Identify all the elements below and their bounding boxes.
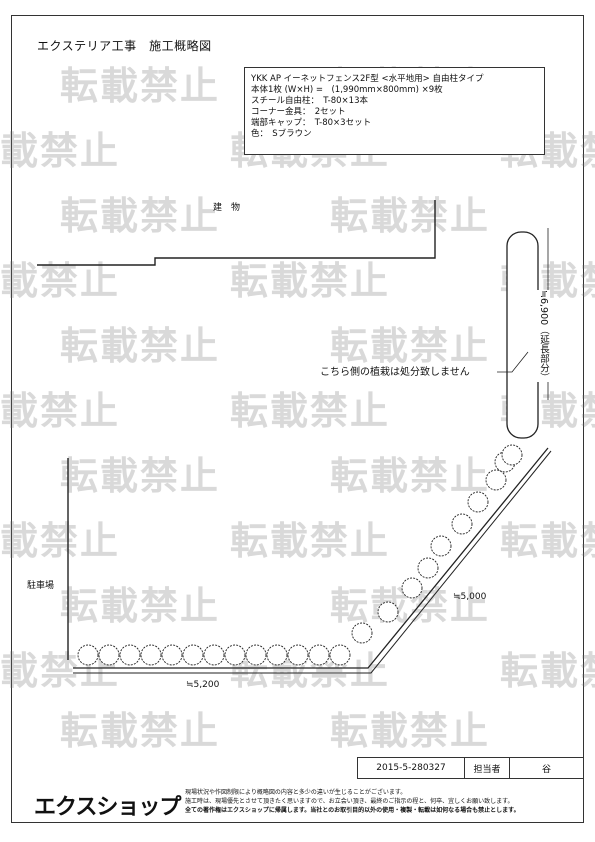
dimension-vertical: ≒6,900（延長部分） bbox=[536, 290, 550, 383]
person-name: 谷 bbox=[541, 764, 551, 775]
fence-line-outer bbox=[73, 447, 549, 669]
dimension-bottom: ≒5,200 bbox=[186, 680, 220, 690]
shrub bbox=[401, 577, 423, 599]
shrub bbox=[77, 644, 99, 666]
spec-line: 色： Sブラウン bbox=[251, 129, 312, 139]
spec-line: 端部キャップ： T-80×3セット bbox=[251, 118, 372, 128]
shrub bbox=[485, 469, 507, 491]
shrub bbox=[161, 644, 183, 666]
footer-line: 全ての著作権はエクスショップに帰属します。当社とのお取引目的以外の使用・複製・転… bbox=[185, 807, 520, 814]
shrub-group bbox=[77, 444, 523, 666]
footer-line: 施工時は、現場優先とさせて頂きたく思いますので、お立会い頂き、最終のご指示の程と… bbox=[185, 798, 514, 805]
fence-line-inner bbox=[73, 450, 552, 674]
company-logo: エクスショップ bbox=[34, 795, 181, 820]
shrub bbox=[329, 644, 351, 666]
dimension-diagonal: ≒5,000 bbox=[453, 592, 487, 602]
shrub bbox=[467, 491, 489, 513]
drawing-frame bbox=[11, 15, 584, 823]
note-leader-line bbox=[497, 351, 529, 373]
shrub bbox=[182, 644, 204, 666]
spec-line: スチール自由柱： T-80×13本 bbox=[251, 96, 368, 106]
shrub bbox=[351, 622, 373, 644]
spec-line: コーナー金具： 2セット bbox=[251, 107, 346, 117]
shrub bbox=[224, 644, 246, 666]
shrub bbox=[308, 644, 330, 666]
planting-note: こちら側の植栽は処分致しません bbox=[318, 363, 472, 378]
shrub bbox=[203, 644, 225, 666]
shrub bbox=[377, 601, 399, 623]
spec-box: YKK AP イーネットフェンス2F型 <水平地用> 自由柱タイプ 本体1枚 (… bbox=[244, 67, 545, 155]
building-outline bbox=[37, 200, 436, 266]
extension-fence bbox=[506, 231, 539, 439]
shrub bbox=[119, 644, 141, 666]
drawing-date: 2015-5-280327 bbox=[358, 758, 465, 778]
shrub bbox=[140, 644, 162, 666]
shrub bbox=[417, 557, 439, 579]
shrub bbox=[287, 644, 309, 666]
shrub bbox=[266, 644, 288, 666]
page-title: エクステリア工事 施工概略図 bbox=[37, 39, 212, 53]
shrub bbox=[451, 513, 473, 535]
shrub bbox=[430, 535, 452, 557]
footer-notes: 現場状況や作図制限により概略図の内容と多少の違いが生じることがございます。 施工… bbox=[185, 788, 520, 815]
shrub bbox=[98, 644, 120, 666]
person-label: 担当者 bbox=[465, 758, 510, 778]
shrub bbox=[501, 444, 523, 466]
footer-line: 現場状況や作図制限により概略図の内容と多少の違いが生じることがございます。 bbox=[185, 789, 407, 796]
title-block: 2015-5-280327 担当者 谷 bbox=[357, 757, 584, 779]
spec-line: 本体1枚 (W×H) = (1,990mm×800mm) ×9枚 bbox=[251, 85, 443, 95]
parking-label: 駐車場 bbox=[27, 581, 55, 591]
building-label: 建 物 bbox=[213, 203, 241, 213]
spec-line: YKK AP イーネットフェンス2F型 <水平地用> 自由柱タイプ bbox=[251, 74, 484, 84]
shrub bbox=[245, 644, 267, 666]
